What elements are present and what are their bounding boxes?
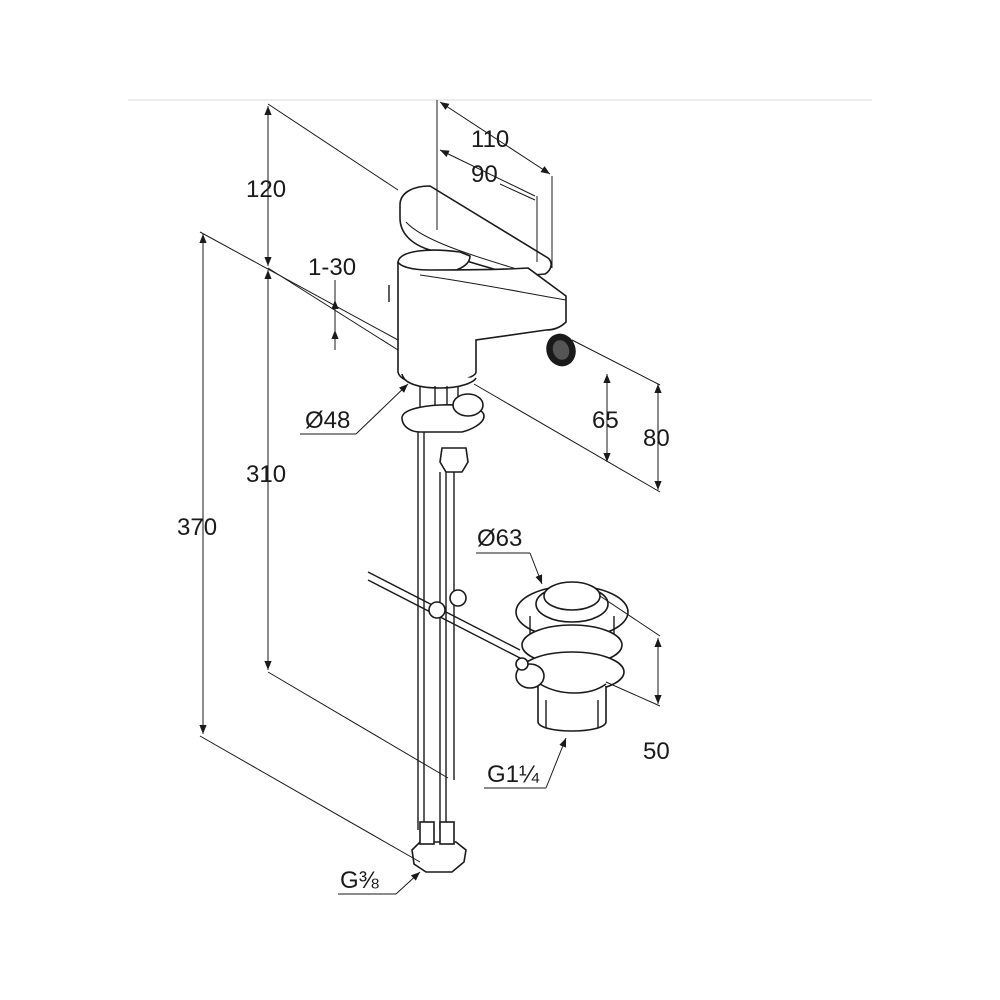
dim-line-90 — [439, 149, 536, 197]
label-110: 110 — [471, 126, 509, 153]
label-1-30: 1-30 — [308, 254, 356, 281]
label-g3-8: G⅜ — [340, 867, 380, 894]
dimension-labels: 120 370 310 110 90 1-30 Ø48 65 80 Ø63 50… — [177, 126, 670, 894]
label-80: 80 — [643, 425, 670, 452]
label-50: 50 — [643, 738, 670, 765]
label-90: 90 — [471, 161, 498, 188]
popup-waste — [515, 581, 629, 732]
dimension-lines — [199, 100, 662, 895]
label-370: 370 — [177, 514, 217, 541]
mounting-nut — [439, 447, 469, 473]
dim-line-110 — [439, 101, 551, 175]
waste-body — [537, 686, 607, 732]
faucet-column — [397, 261, 567, 385]
label-310: 310 — [246, 461, 286, 488]
waste-plug — [543, 581, 601, 611]
label-d63: Ø63 — [477, 525, 522, 552]
label-120: 120 — [246, 176, 286, 203]
faucet-body — [388, 185, 576, 389]
supply-connector — [411, 841, 467, 873]
label-g1-1-4: G1¼ — [487, 761, 540, 788]
mounting-assembly — [367, 386, 521, 873]
label-65: 65 — [592, 407, 619, 434]
label-d48: Ø48 — [305, 407, 350, 434]
